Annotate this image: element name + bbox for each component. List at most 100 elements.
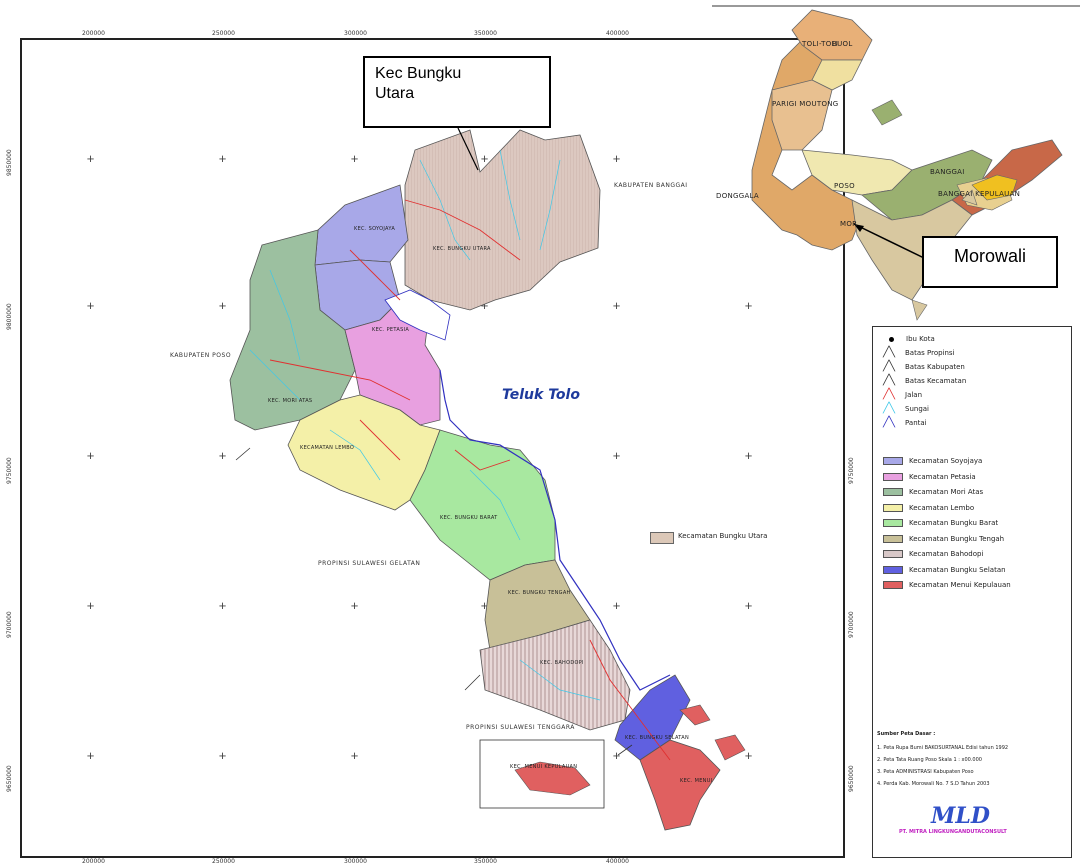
top-tick: 400000 [606, 30, 629, 37]
line-symbol-icon: ╱╲ [883, 403, 896, 414]
key-label: Kecamatan Bungku Utara [678, 532, 768, 540]
legend-label: Batas Kecamatan [905, 377, 967, 385]
legend-symbol-row: ╱╲ Pantai [883, 417, 927, 428]
menui-inset-island [514, 761, 591, 796]
legend-swatch [883, 581, 903, 589]
label-bahodopi: KEC. BAHODOPI [540, 660, 584, 666]
label-sulsel: PROPINSI SULAWESI GELATAN [318, 560, 421, 567]
label-bungku-tengah: KEC. BUNGKU TENGAH [508, 590, 571, 596]
callout-bungku-utara: Kec Bungku Utara [363, 56, 551, 128]
inset-label-banggai-kep: BANGGAI KEPULAUAN [938, 190, 1021, 198]
inset-label-poso: POSO [834, 182, 855, 190]
legend-area-row: Kecamatan Bungku Tengah [883, 534, 1004, 543]
grid-cross: + [218, 298, 227, 313]
grid-cross: + [86, 298, 95, 313]
sources-title: Sumber Peta Dasar : [877, 731, 936, 737]
region-menui [639, 739, 721, 831]
legend-area-row: Kecamatan Lembo [883, 503, 975, 512]
grid-cross: + [480, 598, 489, 613]
grid-cross: + [218, 448, 227, 463]
legend-label: Kecamatan Lembo [909, 503, 975, 512]
legend-label: Kecamatan Bahodopi [909, 550, 984, 558]
grid-cross: + [350, 748, 359, 763]
right-tick: 9650000 [848, 765, 855, 792]
legend-label: Kecamatan Bungku Barat [909, 519, 999, 527]
grid-cross: + [350, 598, 359, 613]
grid-cross: + [744, 598, 753, 613]
legend-symbol-row: ╱╲ Jalan [883, 389, 923, 400]
legend-symbol-row: ╱╲Sungai [883, 403, 929, 414]
legend-label: Batas Kabupaten [905, 363, 965, 371]
legend-symbol-row: ╱╲Batas Kabupaten [883, 362, 965, 372]
label-petasia: KEC. PETASIA [372, 327, 410, 333]
inset-map-svg [712, 5, 1080, 337]
grid-cross: + [86, 748, 95, 763]
inset-label-donggala: DONGGALA [716, 192, 760, 200]
top-tick: 350000 [474, 30, 497, 37]
grid-cross: + [218, 151, 227, 166]
grid-cross: + [744, 448, 753, 463]
top-tick: 200000 [82, 30, 105, 37]
bottom-tick: 350000 [474, 858, 497, 865]
grid-cross: + [86, 448, 95, 463]
grid-cross: + [86, 598, 95, 613]
inset-map: TOLI-TOLI BUOL PARIGI MOUTONG DONGGALA P… [712, 0, 1080, 337]
legend-area-row: Kecamatan Bahodopi [883, 550, 983, 558]
legend-label: Kecamatan Mori Atas [909, 488, 984, 496]
legend-swatch [883, 503, 903, 512]
legend-symbol-row: ╱╲Batas Propinsi [883, 347, 955, 358]
legend-area-row: Kecamatan Bungku Selatan [883, 565, 1006, 574]
legend-swatch [883, 472, 903, 481]
legend-area-row: Kecamatan Bungku Barat [883, 519, 998, 527]
legend-label: Kecamatan Menui Kepulauan [909, 581, 1011, 589]
grid-cross: + [480, 151, 489, 166]
legend-area-row: Kecamatan Menui Kepulauan [883, 581, 1011, 589]
legend-label: Jalan [905, 391, 923, 399]
capital-dot-icon [889, 336, 894, 342]
legend-label: Kecamatan Bungku Selatan [909, 565, 1006, 574]
sea-label: Teluk Tolo [502, 387, 580, 403]
grid-cross: + [744, 748, 753, 763]
label-soyojaya: KEC. SOYOJAYA [354, 226, 396, 232]
region-soyojaya [314, 184, 409, 266]
region-bungku-barat [409, 429, 556, 581]
label-menui: KEC. MENUI [680, 778, 713, 784]
label-sultra: PROPINSI SULAWESI TENGGARA [466, 724, 575, 731]
grid-cross: + [612, 748, 621, 763]
legend-swatch [883, 534, 903, 543]
line-symbol-icon: ╱╲ [883, 417, 896, 428]
legend-symbol-row: Ibu Kota [883, 335, 935, 343]
line-symbol-icon: ╱╲ [883, 347, 896, 358]
legend-panel: Ibu Kota╱╲Batas Propinsi╱╲Batas Kabupate… [872, 326, 1072, 858]
inset-label-parigi: PARIGI MOUTONG [772, 100, 839, 108]
top-tick: 300000 [344, 30, 367, 37]
company-logo: MLD [931, 803, 990, 829]
grid-cross: + [744, 298, 753, 313]
source-line: 4. Perda Kab. Morowali No. 7 S.D Tahun 2… [877, 781, 990, 787]
label-bungku-utara: KEC. BUNGKU UTARA [433, 246, 491, 252]
label-kabupaten-poso: KABUPATEN POSO [170, 352, 232, 359]
legend-swatch [883, 457, 903, 465]
line-symbol-icon: ╱╲ [883, 389, 896, 400]
source-line: 1. Peta Rupa Bumi BAKOSURTANAL Edisi tah… [877, 745, 1009, 751]
bottom-tick: 400000 [606, 858, 629, 865]
source-line: 3. Peta ADMINISTRASI Kabupaten Poso [877, 769, 974, 775]
inset-label-buol: BUOL [832, 40, 853, 48]
grid-cross: + [612, 298, 621, 313]
key-swatch-bungku-utara [650, 532, 674, 544]
label-bungku-barat: KEC. BUNGKU BARAT [440, 515, 498, 521]
grid-cross: + [612, 448, 621, 463]
source-line: 2. Peta Tata Ruang Poso Skala 1 : x00.00… [877, 757, 982, 763]
label-kabupaten-banggai: KABUPATEN BANGGAI [614, 182, 688, 189]
grid-cross: + [350, 151, 359, 166]
grid-cross: + [218, 748, 227, 763]
bottom-tick: 250000 [212, 858, 235, 865]
label-mori-atas: KEC. MORI ATAS [268, 398, 313, 404]
grid-cross: + [612, 598, 621, 613]
legend-swatch [883, 519, 903, 527]
legend-label: Pantai [905, 419, 927, 427]
island [679, 704, 711, 726]
company-name: PT. MITRA LINGKUNGANDUTACONSULT [899, 829, 1007, 835]
morowali-map [229, 127, 746, 831]
region-bungku-selatan [614, 674, 691, 761]
